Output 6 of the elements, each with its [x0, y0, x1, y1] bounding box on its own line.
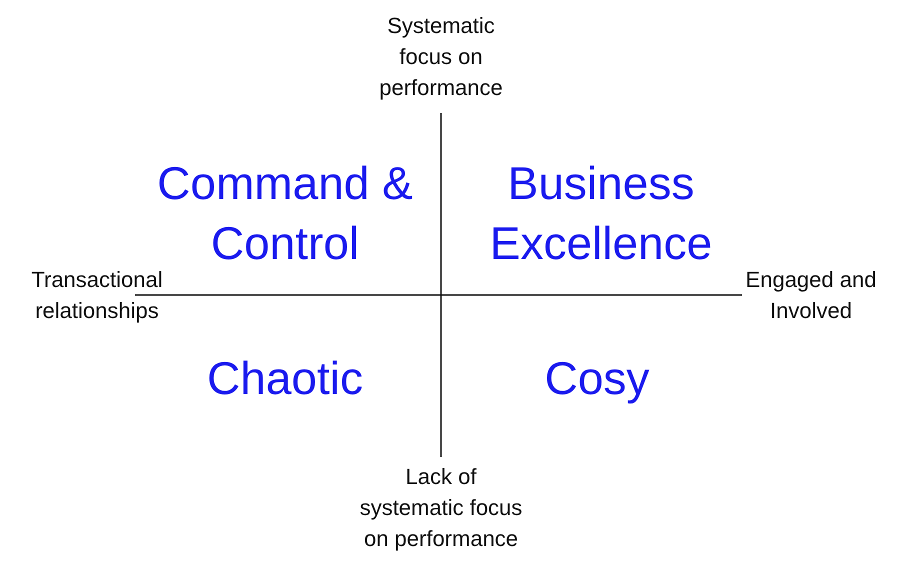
- axis-label: Engaged and Involved: [744, 266, 878, 325]
- quadrant-label: Chaotic: [206, 351, 364, 406]
- quadrant-label: Cosy: [544, 351, 650, 406]
- axis-label: Systematic focus on performance: [378, 12, 504, 102]
- quadrant-label: Business Excellence: [488, 156, 714, 271]
- axis-label: Lack of systematic focus on performance: [358, 463, 524, 553]
